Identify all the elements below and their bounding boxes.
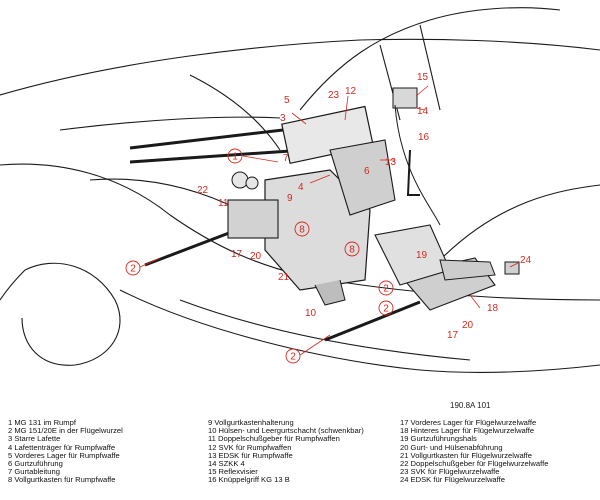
legend-item: 24 EDSK für Flügelwurzelwaffe [400,475,505,485]
wiring-harness [394,104,441,226]
cowling-line [0,163,171,216]
casing-chute [314,279,346,306]
callout-17a: 17 [231,249,243,260]
callout-15: 15 [417,72,429,83]
mg151-barrel-right [324,300,421,342]
callout-11: 11 [218,198,229,209]
figure-reference: 190.8A 101 [450,401,491,410]
canopy-frame [299,7,561,111]
callout-2b: 2 [290,352,296,363]
legend-column-1: 1 MG 131 im Rumpf 2 MG 151/20E in der Fl… [8,418,123,485]
legend-item: 17 Vorderes Lager für Flügelwurzelwaffe [400,418,537,427]
callout-circle-1 [227,148,243,164]
callout-2c: 2 [383,284,389,295]
legend-item: 15 Reflexvisier [208,467,258,477]
callout-18: 18 [487,303,499,314]
reflex-sight [392,87,418,109]
mg151-body-left [227,199,279,239]
panel-line-3 [189,74,281,151]
legend-item: 10 Hülsen- und Leergurtschacht (schwenkb… [208,426,364,436]
callout-16: 16 [418,132,430,143]
callout-10: 10 [305,308,317,319]
callout-8a: 8 [299,225,305,236]
legend-item: 4 Lafettenträger für Rumpfwaffe [8,442,116,452]
legend-item: 23 SVK für Flügelwurzelwaffe [400,467,500,477]
callout-2d: 2 [383,304,389,315]
legend-item: 7 Gurtableitung [8,467,60,477]
callout-7: 7 [283,153,289,164]
canopy-strut [419,24,441,111]
legend-item: 1 MG 131 im Rumpf [8,418,76,427]
ammo-box-fuselage [264,169,371,291]
callout-circle-8a [294,221,310,237]
callout-24: 24 [520,255,532,266]
legend-item: 19 Gurtzuführungshals [400,434,477,444]
legend-column-2: 9 Vollgurtkastenhalterung 10 Hülsen- und… [208,418,364,485]
legend-item: 21 Vollgurtkasten für Flügelwurzelwaffe [400,450,532,460]
wing-panel-line [179,299,471,361]
legend-item: 14 SZKK 4 [208,459,245,469]
callout-20b: 20 [462,320,474,331]
legend-item: 5 Vorderes Lager für Rumpfwaffe [8,450,120,460]
gun-mount [329,139,396,216]
callout-12: 12 [345,86,357,97]
callout-13: 13 [385,157,397,168]
legend-item: 11 Doppelschußgeber für Rumpfwaffen [208,434,340,444]
callout-20a: 20 [250,251,262,262]
legend-item: 9 Vollgurtkastenhalterung [208,418,294,427]
callout-circle-2a [125,260,141,276]
callout-leader-lines [139,85,519,356]
trigger-unit-wing [231,171,249,189]
callout-8b: 8 [349,245,355,256]
legend-item: 20 Gurt- und Hülsenabführung [400,442,503,452]
panel-line-2 [89,178,241,211]
spinner-base [0,269,26,301]
legend-item: 12 SVK für Rumpfwaffen [208,442,292,452]
mg131-barrel-upper [129,126,301,150]
callout-17b: 17 [447,330,459,341]
legend-item: 6 Gurtzuführung [8,459,63,469]
edsk-wing [504,261,520,275]
fuselage-side-line [439,184,600,261]
legend-item: 2 MG 151/20E in der Flügelwurzel [8,426,123,436]
airframe-outline [0,7,600,374]
spinner [21,262,121,366]
legend-column-3: 17 Vorderes Lager für Flügelwurzelwaffe … [400,418,549,485]
fuselage-top-line [0,38,600,96]
trigger-unit-fuselage [245,176,259,190]
callout-9: 9 [287,193,293,204]
callout-labels: 1 2 2 2 2 8 8 5 3 23 12 7 4 9 22 11 6 13… [125,72,532,364]
callout-3: 3 [280,113,286,124]
legend-item: 13 EDSK für Rumpfwaffe [208,450,293,460]
callout-19: 19 [416,250,428,261]
legend-item: 3 Starre Lafette [8,434,61,444]
callout-2a: 2 [130,264,136,275]
callout-23: 23 [328,90,340,101]
callout-1: 1 [232,152,238,163]
panel-line-1 [59,116,281,131]
callout-circle-2b [285,348,301,364]
callout-circle-2d [378,300,394,316]
legend-item: 8 Vollgurtkasten für Rumpfwaffe [8,475,116,485]
feed-neck [439,259,496,281]
callout-5: 5 [284,95,290,106]
control-stick [406,149,420,196]
callout-circle-2c [378,280,394,296]
legend-item: 16 Knüppelgriff KG 13 B [208,475,290,485]
wing-lower-edge [119,289,600,374]
mg131-barrel-lower [129,148,306,164]
canopy-strut-2 [379,44,401,121]
legend-item: 18 Hinteres Lager für Flügelwurzelwaffe [400,426,535,436]
callout-4: 4 [298,182,304,193]
aircraft-armament-diagram: 1 2 2 2 2 8 8 5 3 23 12 7 4 9 22 11 6 13… [0,7,600,374]
callout-22: 22 [197,185,209,196]
callout-6: 6 [364,166,370,177]
callout-circle-8b [344,241,360,257]
legend-item: 22 Doppelschußgeber für Flügelwurzelwaff… [400,459,549,469]
callout-14: 14 [417,106,429,117]
weapons-assembly [129,87,520,342]
callout-21: 21 [278,272,290,283]
